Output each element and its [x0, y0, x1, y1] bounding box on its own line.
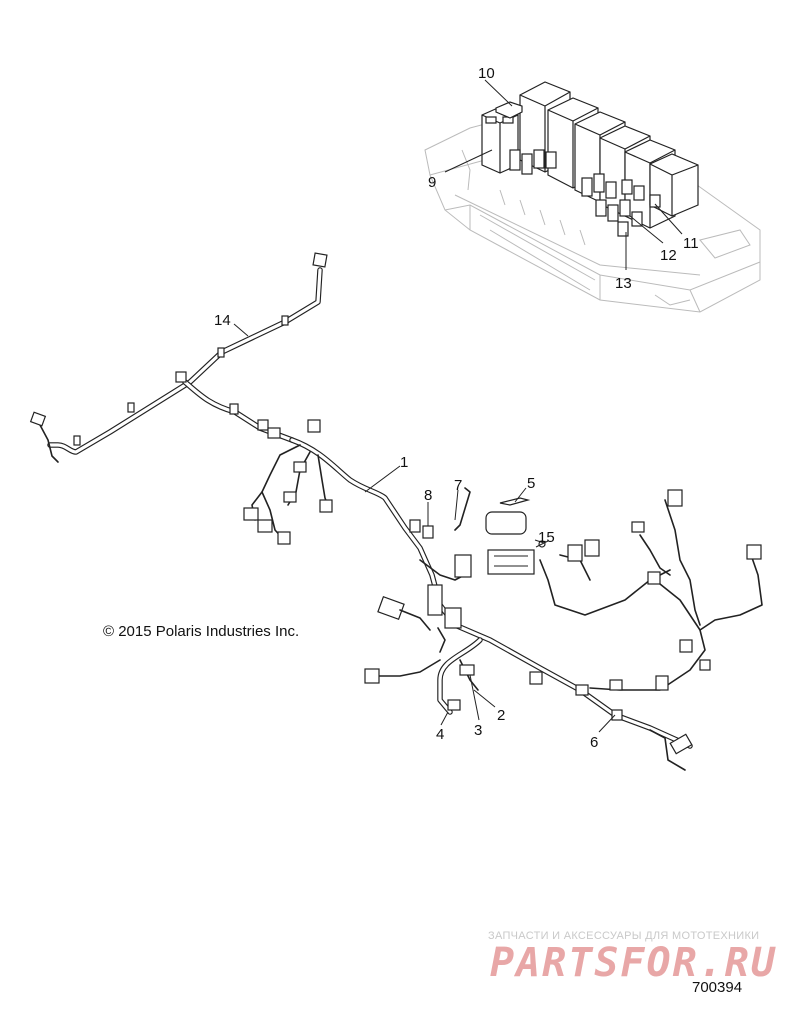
callout-2: 2 — [497, 707, 505, 724]
main-harness-1 — [243, 419, 763, 771]
callout-5: 5 — [527, 475, 535, 492]
loose-parts — [422, 487, 549, 575]
callout-numbers: 1 2 3 4 5 6 7 8 9 10 11 12 13 14 15 — [214, 65, 699, 751]
watermark-brand: PARTSFOR.RU — [490, 940, 777, 986]
control-module — [485, 511, 527, 535]
callout-15: 15 — [538, 529, 555, 546]
callout-9: 9 — [428, 174, 436, 191]
fuse-box-frame — [424, 123, 761, 313]
fuse-cluster — [509, 149, 661, 237]
watermark-tagline: ЗАПЧАСТИ И АКСЕССУАРЫ ДЛЯ МОТОТЕХНИКИ — [488, 930, 760, 942]
callout-3: 3 — [474, 722, 482, 739]
callout-6: 6 — [590, 734, 598, 751]
callout-11: 11 — [683, 235, 699, 252]
callout-4: 4 — [436, 726, 444, 743]
clip — [422, 525, 434, 539]
figure-number: 700394 — [692, 979, 743, 996]
cable-tie — [454, 487, 471, 531]
junction-block — [487, 549, 535, 575]
tall-relay-pair — [481, 101, 523, 174]
callout-10: 10 — [478, 65, 495, 82]
copyright-notice: © 2015 Polaris Industries Inc. — [103, 623, 300, 640]
fuse-box-leaders — [444, 79, 683, 270]
callout-7: 7 — [454, 477, 462, 494]
callout-14: 14 — [214, 312, 231, 329]
callout-leaders — [233, 323, 616, 733]
label-tag — [499, 497, 531, 506]
callout-12: 12 — [660, 247, 677, 264]
callout-1: 1 — [400, 454, 408, 471]
rear-harness-14 — [29, 252, 328, 463]
fuse-box-assembly — [424, 79, 761, 313]
callout-8: 8 — [424, 487, 432, 504]
callout-13: 13 — [615, 275, 632, 292]
